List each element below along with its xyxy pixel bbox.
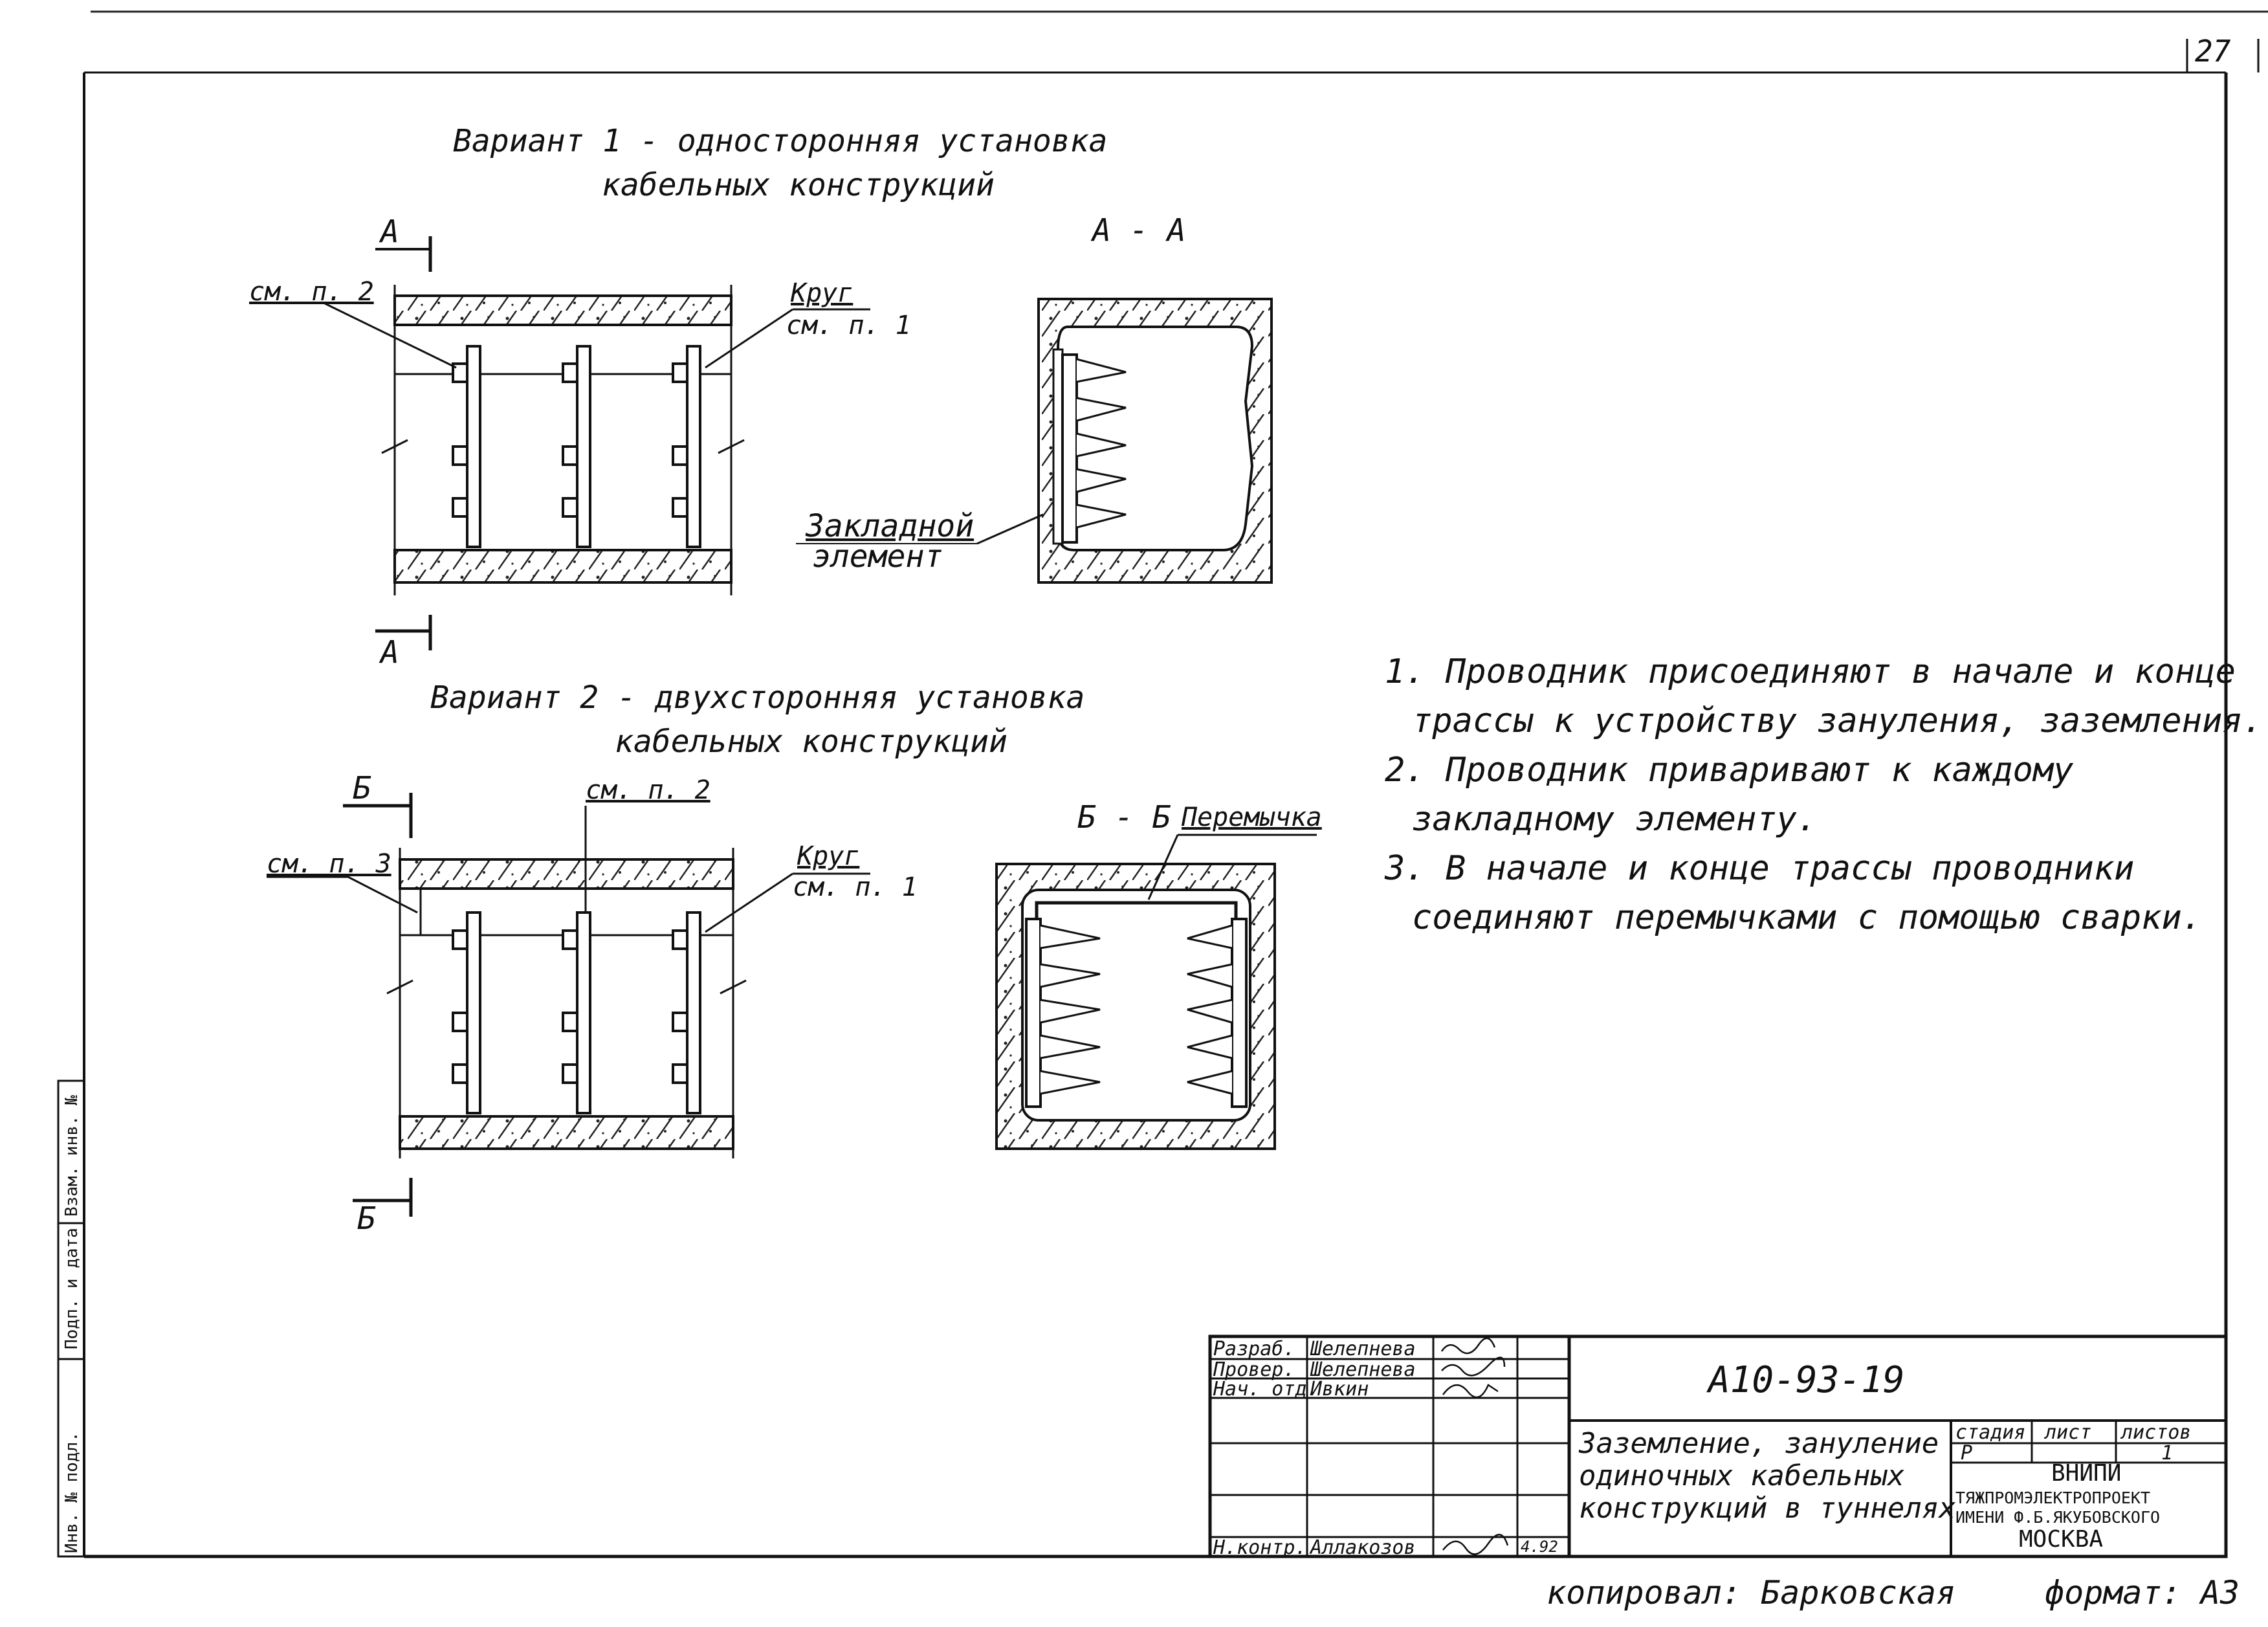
side-label-replacement: Взам. инв. № xyxy=(62,1095,82,1217)
title-block xyxy=(1208,1334,2228,1558)
note-line-3: 2. Проводник приваривают к каждому xyxy=(1385,751,2074,790)
stamp-role-head: Нач. отд. xyxy=(1213,1378,1319,1400)
variant2-krug-label: Круг xyxy=(797,841,860,871)
document-title-line3: конструкций в туннелях xyxy=(1579,1492,1956,1525)
rack-1 xyxy=(452,345,481,548)
variant1-krug-label: Круг xyxy=(791,278,853,308)
note-line-2: трассы к устройству зануления, заземлени… xyxy=(1412,702,2263,740)
stamp-role-checker: Провер. xyxy=(1213,1358,1295,1381)
embed-element-label-1: Закладной xyxy=(806,508,974,544)
note-line-6: соединяют перемычками с помощью сварки. xyxy=(1412,898,2202,937)
stamp-sheets-header: листов xyxy=(2121,1421,2192,1444)
variant2-title-line1: Вариант 2 - двухсторонняя установка xyxy=(430,680,1085,716)
notes-block: 1. Проводник присоединяют в начале и кон… xyxy=(1385,647,2263,942)
section-a-a-label: А - А xyxy=(1092,212,1186,249)
org-line-4: МОСКВА xyxy=(2019,1526,2104,1553)
side-label-inventory: Инв. № подл. xyxy=(62,1432,82,1553)
stamp-name-head: Ивкин xyxy=(1310,1378,1369,1400)
embed-element-label-2: элемент xyxy=(812,538,943,575)
stamp-date: 4.92 xyxy=(1521,1538,1558,1556)
variant2-ref-p1: см. п. 1 xyxy=(793,872,918,902)
stamp-role-developer: Разраб. xyxy=(1213,1338,1295,1360)
org-line-1: ВНИПИ xyxy=(2051,1460,2122,1487)
variant2-title-line2: кабельных конструкций xyxy=(615,724,1007,760)
rack-3 xyxy=(672,345,701,548)
side-label-signature-date: Подп. и дата xyxy=(62,1228,82,1349)
variant1-title-line1: Вариант 1 - односторонняя установка xyxy=(453,123,1108,159)
variant2-ref-p3: см. п. 3 xyxy=(267,849,391,879)
rack-6 xyxy=(672,911,701,1114)
variant1-section-mark-top: А xyxy=(380,214,399,250)
variant2-section-mark-top: Б xyxy=(353,770,371,806)
variant1-plan-view xyxy=(249,236,870,650)
sheet-number: 27 xyxy=(2195,34,2231,69)
stamp-name-checker: Шелепнева xyxy=(1310,1358,1416,1381)
rack-5 xyxy=(562,911,591,1114)
variant2-plan-view xyxy=(267,793,870,1217)
side-approval-strip xyxy=(57,1079,85,1558)
variant1-ref-p2: см. п. 2 xyxy=(249,277,374,307)
section-b-b-label: Б - Б xyxy=(1077,799,1171,836)
rack-2 xyxy=(562,345,591,548)
document-title-line1: Заземление, зануление xyxy=(1579,1427,1939,1460)
stamp-role-normcontrol: Н.контр. xyxy=(1213,1536,1307,1559)
variant2-ref-p2: см. п. 2 xyxy=(586,775,710,805)
section-b-b xyxy=(995,834,1317,1150)
rack-4 xyxy=(452,911,481,1114)
variant1-title-line2: кабельных конструкций xyxy=(602,167,995,203)
paper-format: формат: А3 xyxy=(2045,1574,2240,1611)
variant1-ref-p1: см. п. 1 xyxy=(786,311,911,340)
stamp-stage-header: стадия xyxy=(1955,1421,2026,1444)
copied-by: копировал: Барковская xyxy=(1547,1574,1956,1611)
section-a-a xyxy=(796,298,1273,584)
stamp-name-normcontrol: Аллакозов xyxy=(1310,1536,1416,1559)
org-line-2: ТЯЖПРОМЭЛЕКТРОПРОЕКТ xyxy=(1955,1489,2151,1507)
note-line-5: 3. В начале и конце трассы проводники xyxy=(1385,849,2135,888)
variant2-section-mark-bottom: Б xyxy=(357,1201,376,1237)
stamp-name-developer: Шелепнева xyxy=(1310,1338,1416,1360)
note-line-4: закладному элементу. xyxy=(1412,800,1818,839)
stamp-sheets-value: 1 xyxy=(2161,1442,2174,1465)
document-code: А10-93-19 xyxy=(1708,1359,1905,1401)
org-line-3: ИМЕНИ Ф.Б.ЯКУБОВСКОГО xyxy=(1955,1508,2161,1527)
stamp-stage-value: Р xyxy=(1961,1442,1973,1465)
stamp-sheet-header: лист xyxy=(2045,1421,2092,1444)
jumper-label: Перемычка xyxy=(1182,802,1322,832)
document-title-line2: одиночных кабельных xyxy=(1579,1459,1905,1492)
variant1-section-mark-bottom: А xyxy=(380,634,399,670)
note-line-1: 1. Проводник присоединяют в начале и кон… xyxy=(1385,652,2236,691)
